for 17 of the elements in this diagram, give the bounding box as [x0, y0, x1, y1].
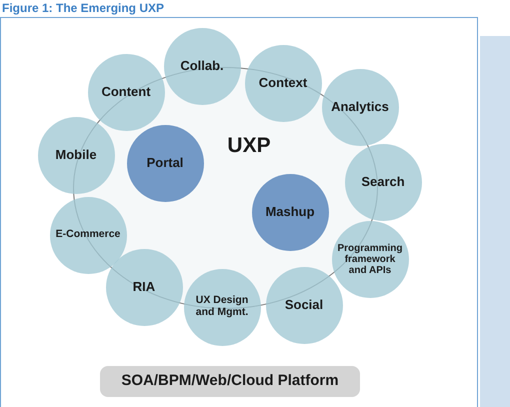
- platform-label: SOA/BPM/Web/Cloud Platform: [121, 373, 339, 390]
- topic-label: Analytics: [331, 100, 389, 114]
- topic-label: Context: [258, 76, 308, 90]
- topic-label: E-Commerce: [56, 229, 120, 241]
- core-label: Mashup: [265, 204, 315, 220]
- topic-label: Collab.: [180, 58, 224, 74]
- group-title: UXP: [227, 134, 271, 158]
- topic-label: Programming framework and APIs: [337, 242, 403, 276]
- topic-label: Content: [101, 84, 151, 100]
- topic-label: Social: [284, 298, 324, 312]
- topic-label: Search: [361, 174, 405, 190]
- core-label: Portal: [146, 156, 184, 170]
- topic-label: UX Design and Mgmt.: [194, 295, 250, 319]
- figure-title: Figure 1: The Emerging UXP: [2, 1, 164, 15]
- topic-label: RIA: [132, 280, 156, 294]
- platform-bar: [100, 366, 360, 397]
- topic-label: Mobile: [55, 148, 97, 162]
